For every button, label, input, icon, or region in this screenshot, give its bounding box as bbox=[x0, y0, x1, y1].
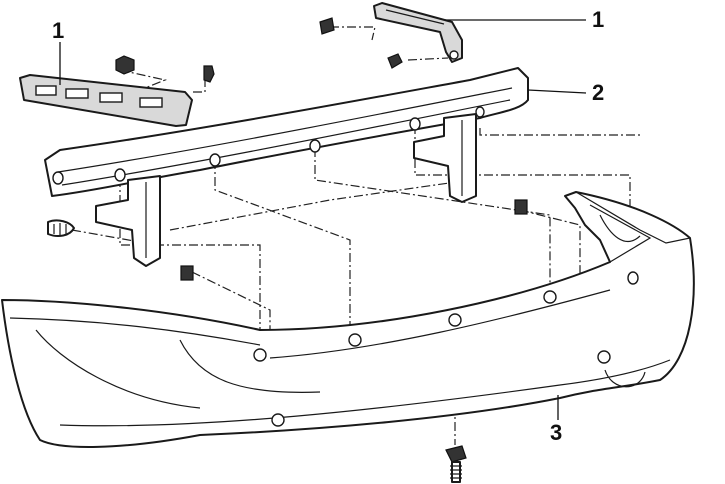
bumper-reinforcement-beam bbox=[44, 67, 529, 267]
callout-reinforcement: 2 bbox=[592, 80, 604, 105]
bumper-bracket-right bbox=[373, 2, 463, 63]
bumper-bracket-left bbox=[19, 74, 193, 127]
callout-bracket-right: 1 bbox=[592, 7, 604, 32]
callout-bumper-cover: 3 bbox=[550, 420, 562, 445]
bumper-cover bbox=[1, 191, 695, 448]
callout-leaders bbox=[59, 19, 587, 420]
callout-bracket-left: 1 bbox=[52, 18, 64, 43]
fasteners bbox=[47, 17, 528, 483]
